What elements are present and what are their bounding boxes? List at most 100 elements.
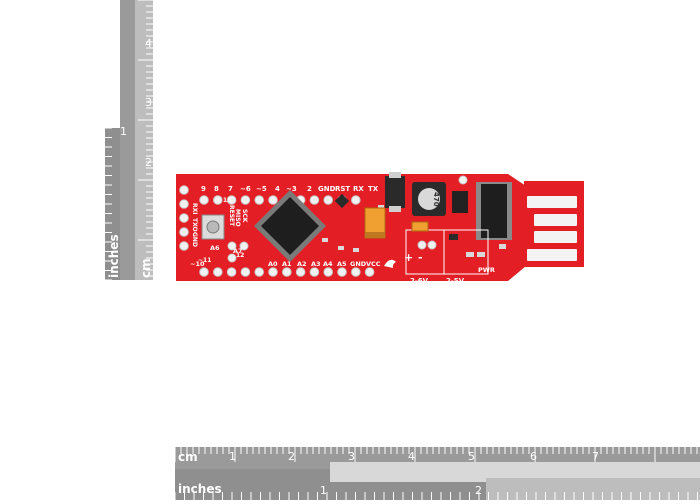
- pin-label: GND: [350, 260, 367, 268]
- usb-interface-ic: [476, 182, 512, 240]
- horizontal-inch-number: 1: [320, 484, 327, 497]
- pin-pad: [364, 267, 375, 277]
- pin-label: A3: [311, 260, 321, 268]
- horizontal-cm-number: 2: [288, 450, 295, 463]
- pin-label: A2: [297, 260, 307, 268]
- pin-label: RX: [353, 185, 364, 193]
- crystal-component: [334, 193, 350, 209]
- pin-pad: [323, 267, 334, 277]
- pin-pad: [458, 175, 468, 185]
- pin-pad: [179, 227, 189, 237]
- usb-contact: [527, 249, 577, 261]
- pin-pad: [351, 267, 361, 277]
- pin-label: TX: [368, 185, 379, 193]
- pin-pad: [227, 241, 237, 251]
- smd-component: [499, 244, 506, 249]
- pin-pad: [179, 185, 189, 195]
- left-label: MISO: [234, 209, 241, 227]
- pin-pad: [282, 267, 292, 277]
- vertical-ruler: 4 3 2 1 inches cm: [105, 0, 153, 281]
- left-labels: ~11 12 13 MISO SCK RESET RXI TXO GND: [191, 197, 248, 264]
- pin-label: VCC: [366, 260, 381, 268]
- pin-pad: [254, 267, 265, 277]
- diode-lead: [389, 206, 401, 212]
- smd-component: [322, 238, 328, 242]
- voltage-label-right: 2-5V: [446, 277, 465, 285]
- horizontal-ruler: cm inches 1 2 3 4 5 6 7 1 2: [174, 447, 700, 500]
- horizontal-cm-number: 4: [408, 450, 415, 463]
- pin-label: GND: [318, 185, 336, 193]
- horizontal-inch-number: 2: [475, 484, 482, 497]
- tantalum-stripe: [365, 232, 385, 238]
- pin-label: A6: [210, 244, 220, 252]
- reset-button-cap: [206, 220, 220, 234]
- smd-component: [466, 252, 474, 257]
- pin-pad: [268, 195, 278, 205]
- pin-label: 9: [201, 185, 206, 193]
- plus-label: +: [404, 251, 413, 264]
- pin-pad: [227, 253, 237, 263]
- pin-pad: [427, 240, 437, 250]
- horizontal-ruler-light-band: [330, 462, 700, 482]
- vertical-cm-label: cm: [139, 258, 153, 278]
- voltage-label-left: 2-6V: [410, 277, 429, 285]
- left-label: 13: [223, 197, 231, 204]
- pin-pad: [179, 199, 189, 209]
- pin-label: A5: [337, 260, 347, 268]
- small-ic: [452, 191, 468, 213]
- left-label: ~11: [198, 257, 211, 264]
- reset-button: [201, 214, 225, 240]
- chip-body: [261, 197, 319, 255]
- usb-ic-body: [481, 184, 507, 238]
- sparkfun-logo: [384, 259, 396, 268]
- side-label: TXO: [191, 218, 198, 232]
- pin-label: ~3: [286, 185, 297, 193]
- vertical-cm-number: 3: [145, 96, 152, 109]
- pin-pad: [351, 195, 361, 205]
- bottom-pin-labels: ~10 A6 A7 A0 A1 A2 A3 A4 A5 GND VCC: [190, 244, 381, 268]
- pin-pad: [179, 241, 189, 251]
- top-pin-labels: 9 8 7 ~6 ~5 4 ~3 2 GND RST RX TX: [201, 185, 379, 193]
- usb-contact: [534, 214, 577, 226]
- smd-component: [449, 234, 458, 240]
- silk-outline: [443, 229, 489, 275]
- pin-pad: [240, 195, 251, 205]
- horizontal-cm-number: 6: [530, 450, 537, 463]
- pin-label: RST: [335, 185, 350, 193]
- pin-label: A4: [323, 260, 333, 268]
- pin-label: 2: [307, 185, 312, 193]
- pin-pad: [199, 267, 209, 277]
- left-label: RESET: [228, 205, 235, 227]
- side-label: GND: [191, 232, 198, 247]
- pin-label: A0: [268, 260, 278, 268]
- pin-pad: [254, 195, 265, 205]
- pin-pad: [337, 267, 347, 277]
- horizontal-cm-label: cm: [178, 450, 198, 464]
- pin-pad: [295, 267, 306, 277]
- side-label: RXI: [191, 203, 198, 214]
- horizontal-cm-number: 7: [592, 450, 599, 463]
- horizontal-cm-number: 3: [348, 450, 355, 463]
- pin-label: 7: [228, 185, 233, 193]
- minus-label: -: [418, 251, 423, 264]
- pin-pad: [199, 195, 209, 205]
- horizontal-ruler-edge: [486, 478, 700, 500]
- diode-lead: [389, 172, 401, 178]
- vertical-ruler-ticks: [105, 0, 153, 281]
- pin-pad: [309, 195, 320, 205]
- inductor: 470: [412, 182, 446, 216]
- horizontal-ruler-ticks: [174, 447, 698, 500]
- usb-contact: [527, 196, 577, 208]
- left-label: 12: [236, 252, 244, 259]
- inductor-top: [418, 188, 440, 210]
- vertical-inch-number: 1: [120, 125, 127, 138]
- horizontal-cm-number: 5: [468, 450, 475, 463]
- small-capacitor: [411, 221, 429, 232]
- pin-pad: [240, 267, 251, 277]
- pin-pad: [179, 213, 189, 223]
- pin-pad: [213, 267, 223, 277]
- vertical-inches-label: inches: [107, 234, 121, 278]
- smd-component: [378, 205, 384, 209]
- vertical-cm-number: 4: [145, 37, 152, 50]
- microcontroller-board: 9 8 7 ~6 ~5 4 ~3 2 GND RST RX TX ~10 A6 …: [176, 172, 584, 285]
